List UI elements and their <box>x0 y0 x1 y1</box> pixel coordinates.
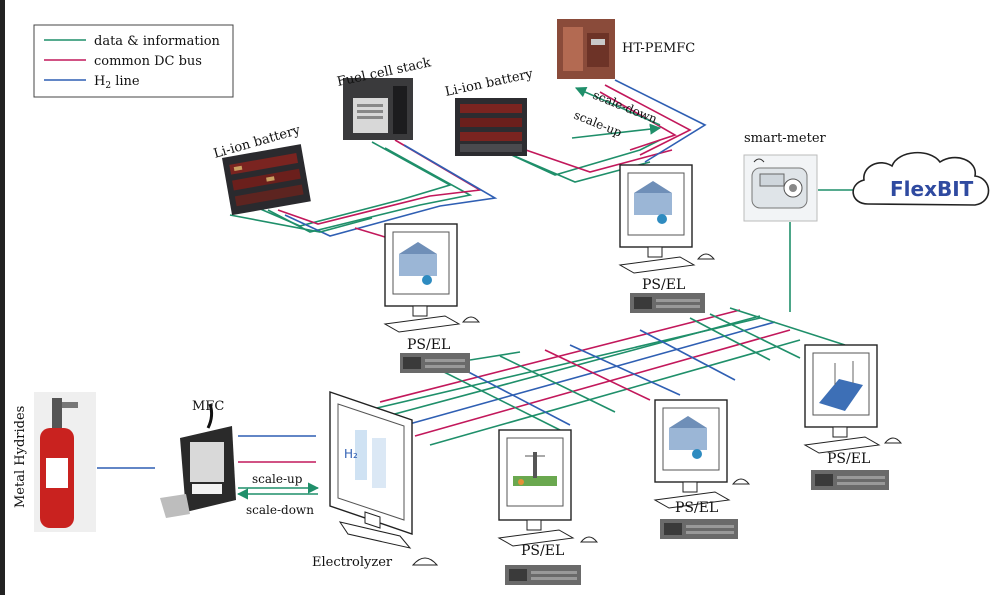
flexbit-logo-text: FlexBIT <box>890 177 974 201</box>
electrolyzer-label: Electrolyzer <box>312 555 393 570</box>
ht-pemfc-photo <box>557 19 615 79</box>
li-ion-battery-left-photo <box>221 144 311 216</box>
mfc-label: MFC <box>192 399 224 414</box>
metal-hydride-cylinder <box>34 392 96 532</box>
ps-el-label-2: PS/EL <box>642 277 685 293</box>
smart-meter-device <box>743 154 818 222</box>
legend-box <box>33 24 234 98</box>
metal-hydrides-label: Metal Hydrides <box>13 406 28 508</box>
ps-el-station-5: PS/EL <box>803 344 903 490</box>
smart-meter-label: smart-meter <box>744 131 827 146</box>
ps-el-station-2: PS/EL <box>618 164 716 313</box>
pemfc-arrows <box>571 86 662 139</box>
li-ion-battery-right-label: Li-ion battery <box>444 67 535 100</box>
li-ion-battery-right-photo <box>455 98 527 156</box>
ps-el-station-3: PS/EL <box>497 429 599 585</box>
electrolyzer-station: H₂ Electrolyzer <box>312 391 439 570</box>
mfc-scale-down-label: scale-down <box>246 503 314 517</box>
upper-right-wiring <box>489 79 707 183</box>
ps-el-label-5: PS/EL <box>827 451 870 467</box>
ps-el-label-3: PS/EL <box>521 543 564 559</box>
flexbit-cloud: FlexBIT <box>852 151 990 206</box>
mfc-device <box>160 403 236 518</box>
ps-el-label-4: PS/EL <box>675 500 718 516</box>
legend-label-data: data & information <box>94 34 221 49</box>
mfc-scale-up-label: scale-up <box>252 472 303 486</box>
ps-el-label-1: PS/EL <box>407 337 450 353</box>
ht-pemfc-label: HT-PEMFC <box>622 41 695 56</box>
ps-el-station-1: PS/EL <box>383 223 481 373</box>
legend: data & information common DC bus H2 line <box>33 24 234 98</box>
legend-label-h2: H2 line <box>94 74 140 91</box>
fuel-cell-stack-photo <box>343 78 413 140</box>
h2-screen-label: H₂ <box>344 447 358 461</box>
mfc-wiring <box>97 435 320 500</box>
lower-grid-wiring <box>359 189 858 446</box>
legend-label-bus: common DC bus <box>94 54 202 69</box>
left-edge-strip <box>0 0 5 595</box>
wifi-icon <box>753 158 765 163</box>
ps-el-station-4: PS/EL <box>653 399 751 539</box>
